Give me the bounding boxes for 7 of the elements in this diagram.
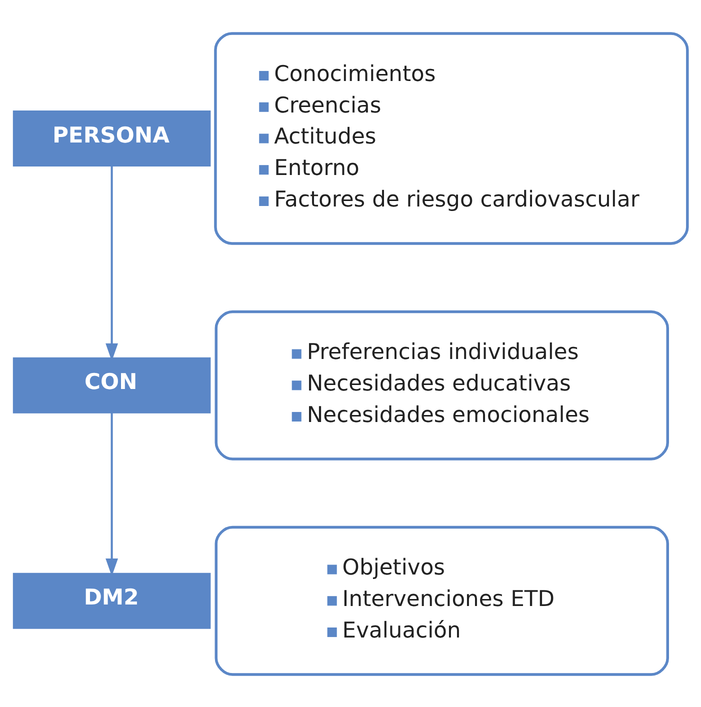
arrow xyxy=(106,412,118,576)
node-box: Objetivos Intervenciones ETD Evaluación xyxy=(214,525,669,676)
node-box: CON xyxy=(12,356,211,413)
node-box: DM2 xyxy=(12,572,211,628)
node-box: Preferencias individuales Necesidades educativas Necesidades emocionales xyxy=(214,310,669,460)
node-box: PERSONA xyxy=(12,110,211,166)
node-box: Conocimientos Creencias Actitudes Entorno Factores de riesgo cardiovascular xyxy=(214,32,689,244)
